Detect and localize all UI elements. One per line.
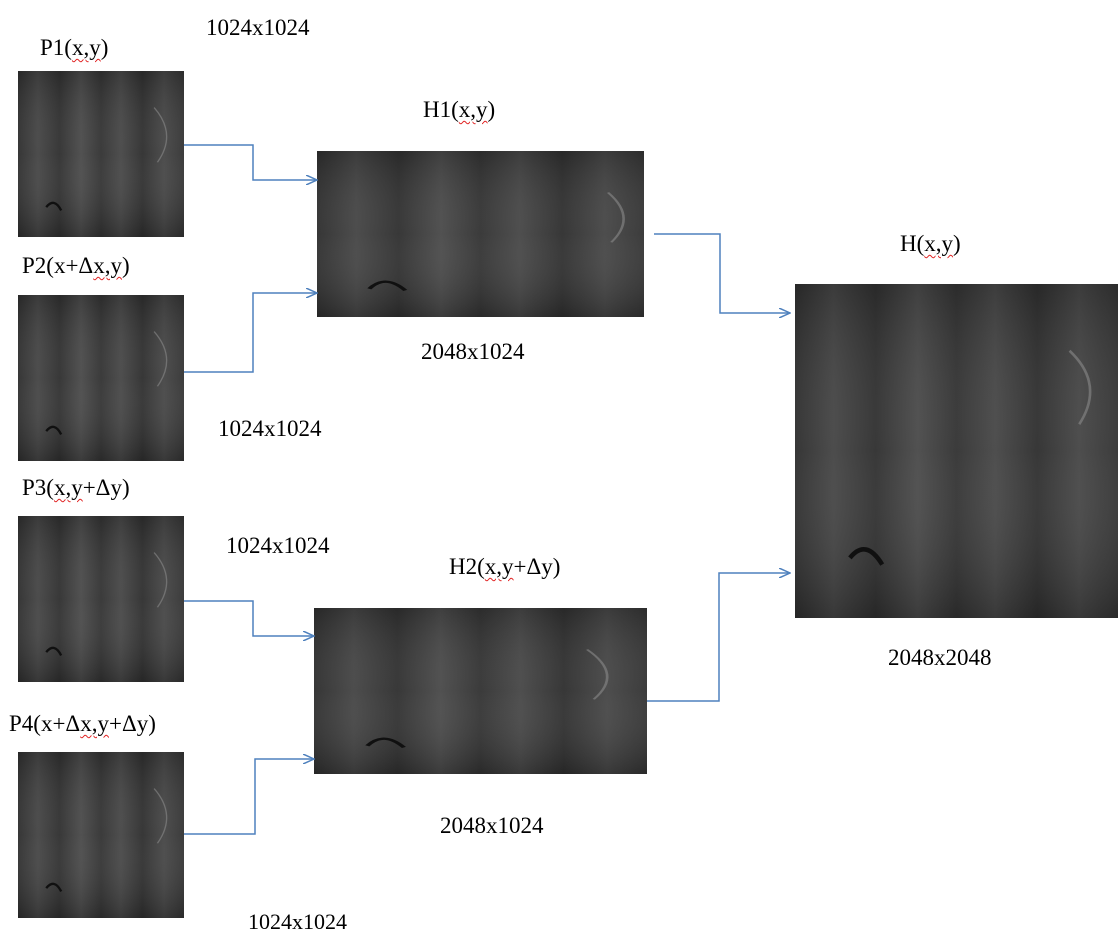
arrow-p3-h2 — [184, 600, 314, 636]
arrow-p1-h1 — [184, 144, 317, 180]
h1-image — [317, 151, 644, 317]
p1-image — [18, 71, 184, 237]
h-label: H(x,y) — [900, 231, 961, 256]
h-size-label: 2048x2048 — [888, 645, 992, 670]
h1-label: H1(x,y) — [423, 97, 496, 122]
p4-size-label: 1024x1024 — [248, 909, 347, 934]
p2-image — [18, 295, 184, 461]
arrow-p4-h2 — [184, 759, 314, 835]
arrow-h1-h — [654, 233, 790, 313]
p1-size-label: 1024x1024 — [206, 15, 310, 40]
p4-image — [18, 752, 184, 918]
p2-label: P2(x+Δx,y) — [22, 253, 130, 278]
h-image — [795, 284, 1118, 618]
p3-image — [18, 516, 184, 682]
h2-size-label: 2048x1024 — [440, 813, 544, 838]
p2-size-label: 1024x1024 — [218, 416, 322, 441]
arrow-p2-h1 — [184, 293, 317, 373]
p4-label: P4(x+Δx,y+Δy) — [9, 711, 156, 736]
p3-size-label: 1024x1024 — [226, 533, 330, 558]
p1-label: P1(x,y) — [40, 35, 109, 60]
h2-label: H2(x,y+Δy) — [449, 554, 561, 579]
h1-size-label: 2048x1024 — [421, 339, 525, 364]
p3-label: P3(x,y+Δy) — [22, 475, 130, 500]
arrow-h2-h — [647, 573, 790, 702]
h2-image — [314, 608, 647, 774]
